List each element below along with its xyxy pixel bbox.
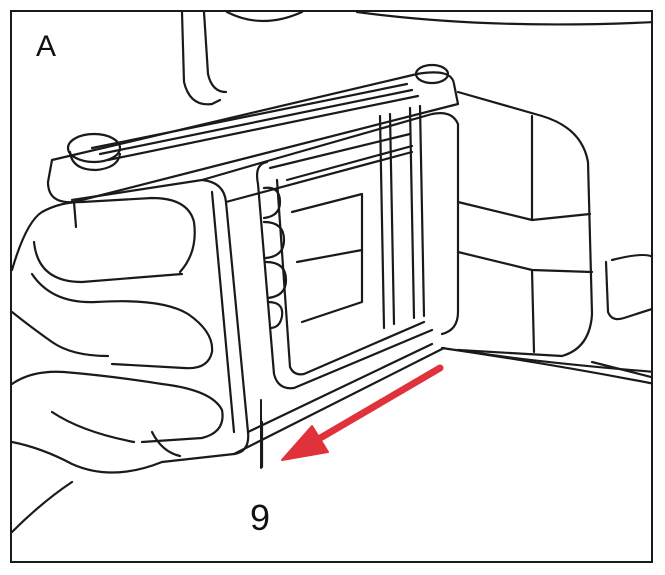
base-lines (440, 346, 651, 385)
device-illustration (12, 12, 651, 534)
handle-frame (70, 104, 460, 469)
panel-label: A (36, 30, 57, 63)
top-bar (46, 63, 460, 229)
background-arm (180, 12, 651, 106)
callout-number: 9 (250, 497, 271, 538)
housing-block (456, 90, 651, 379)
diagram-frame: A 9 (10, 10, 653, 563)
hand (12, 186, 288, 534)
arrow-down-left-icon (281, 364, 444, 461)
